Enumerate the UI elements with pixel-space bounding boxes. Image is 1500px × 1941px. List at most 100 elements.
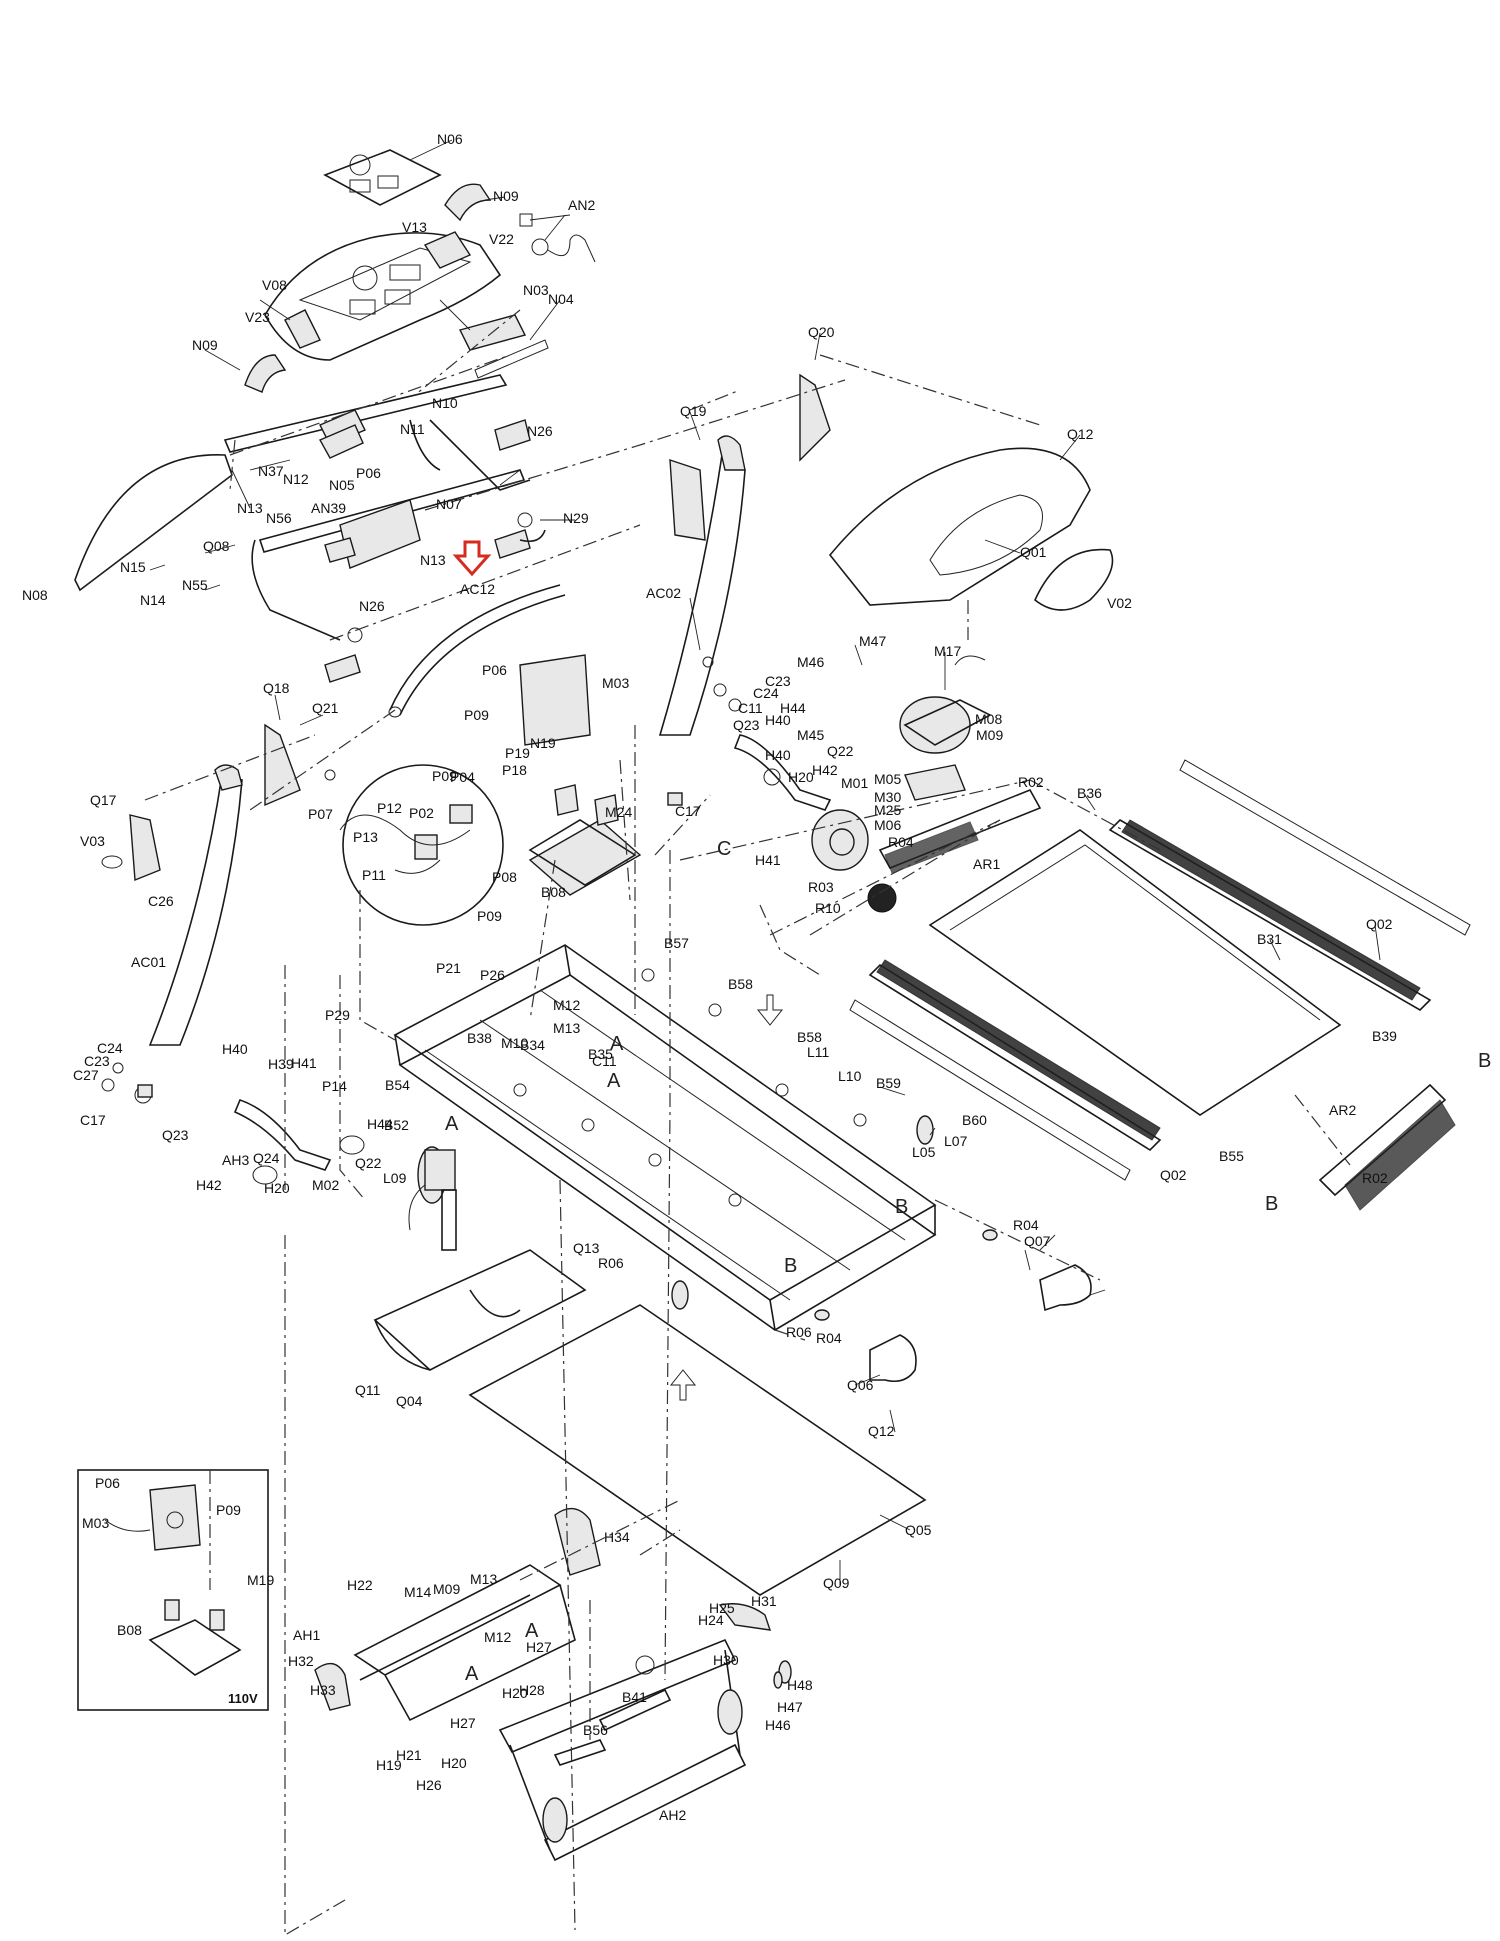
part-label: N10 [432,395,458,411]
part-label: H42 [196,1177,222,1193]
leader-line [689,597,701,651]
part-label: Q23 [162,1127,189,1143]
part-label: N19 [530,735,556,751]
part-label: N56 [266,510,292,526]
part-label: P09 [432,768,457,784]
motor-hood [828,447,1114,611]
part-label: C11 [592,1053,617,1069]
part-label: M12 [553,997,580,1013]
part-label: P21 [436,960,461,976]
part-label: R04 [888,834,914,850]
part-label: H32 [288,1653,314,1669]
part-label: H42 [812,762,838,778]
part-label: P06 [482,662,507,678]
end-caps [814,1229,1092,1383]
part-label: P11 [362,867,386,883]
leader-line [984,539,1021,554]
part-label: N07 [436,496,462,512]
leader-line [1039,1234,1056,1251]
part-label: Q05 [905,1522,932,1538]
uprights [101,373,831,1046]
part-label: M45 [797,727,824,743]
part-label: M08 [975,711,1002,727]
part-label: V22 [489,231,514,247]
part-label: L11 [807,1044,830,1060]
part-label: B57 [664,935,689,951]
part-label: N15 [120,559,146,575]
leader-line [1084,794,1096,811]
part-label: N08 [22,587,48,603]
view-marker: A [610,1033,624,1055]
part-label: B31 [1257,931,1282,947]
part-label: Q24 [253,1150,280,1166]
part-label: B35 [588,1046,613,1062]
part-label: AH1 [293,1627,320,1643]
part-label: P29 [325,1007,350,1023]
part-label: R03 [808,879,834,895]
part-label: M01 [841,775,868,791]
view-marker: A [445,1113,459,1135]
part-label: H46 [765,1717,791,1733]
view-marker: B [784,1255,797,1277]
part-label: V08 [262,277,287,293]
part-label: C27 [73,1067,99,1083]
part-label: H30 [713,1652,739,1668]
leader-line [879,1514,911,1531]
part-label: H44 [780,700,806,716]
incline-motor [408,1149,457,1251]
part-label: H26 [416,1777,442,1793]
pans [373,1249,927,1596]
part-label: V23 [245,309,270,325]
view-marker: B [1478,1050,1491,1072]
part-label: V02 [1107,595,1132,611]
part-label: H20 [788,769,814,785]
part-label: M03 [602,675,629,691]
part-label: N29 [563,510,589,526]
part-label: B08 [117,1622,142,1638]
leader-line [249,459,291,471]
part-label: V03 [80,833,105,849]
leader-line [204,349,241,371]
part-label: P08 [492,869,517,885]
view-marker: B [1265,1193,1278,1215]
part-label: N11 [400,421,425,437]
part-label: M09 [433,1581,460,1597]
part-label: P14 [322,1078,347,1094]
part-label: N55 [182,577,208,593]
part-label: Q08 [203,538,230,554]
leader-line [299,714,324,726]
part-label: H20 [264,1180,290,1196]
view-marker: C [717,838,731,860]
part-label: P18 [502,762,527,778]
leader-line [879,1086,906,1096]
leader-line [484,196,506,201]
part-label: Q21 [312,700,339,716]
part-label: H33 [310,1682,336,1698]
part-label: B41 [622,1689,647,1705]
inset-110v [77,1469,269,1711]
part-label: P07 [308,806,333,822]
part-label: M10 [501,1035,528,1051]
part-label: B56 [583,1722,608,1738]
part-label: H34 [604,1529,630,1545]
part-label: R06 [786,1324,812,1340]
motor-assembly [811,655,1042,913]
part-label: P02 [409,805,434,821]
part-label: H20 [502,1685,528,1701]
part-label: B36 [1077,785,1102,801]
part-label: B58 [797,1029,822,1045]
part-label: P06 [95,1475,120,1491]
part-label: C17 [675,803,701,819]
part-label: B58 [728,976,753,992]
leader-line [1059,434,1081,461]
part-label: M06 [874,817,901,833]
part-label: N14 [140,592,166,608]
part-label: H21 [396,1747,422,1763]
highlight-arrow-icon [452,540,492,577]
part-label: B38 [467,1030,492,1046]
part-label: Q22 [355,1155,382,1171]
leader-line [889,1409,896,1433]
leader-line [689,411,701,441]
part-label: H28 [519,1682,545,1698]
main-frame [393,654,937,1331]
